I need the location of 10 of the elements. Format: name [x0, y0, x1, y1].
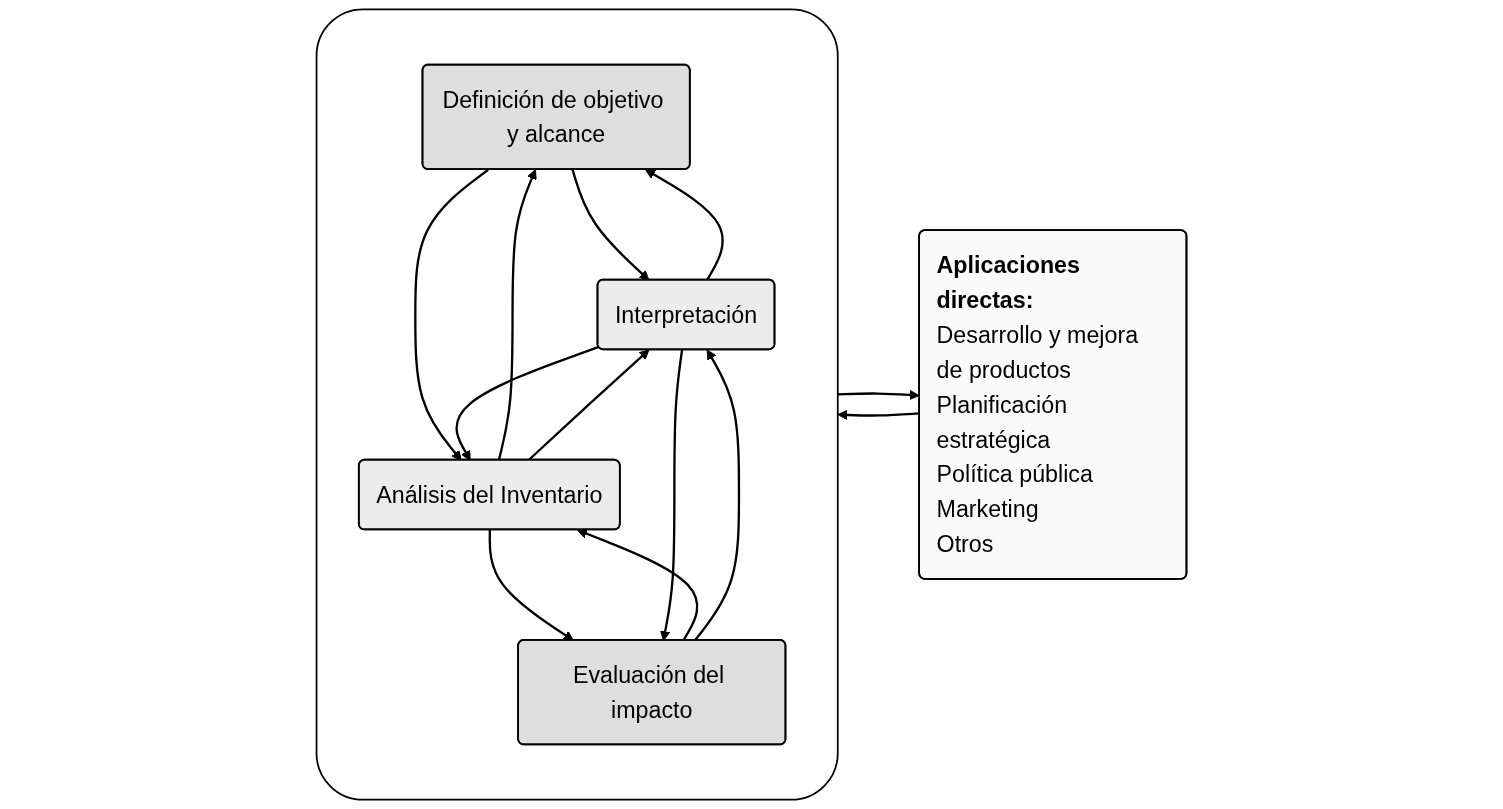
arrow [837, 389, 920, 401]
arrow [660, 349, 684, 641]
arrow [455, 345, 600, 461]
arrow [645, 169, 724, 281]
arrow [488, 530, 574, 641]
arrow [497, 169, 537, 461]
arrow [571, 169, 650, 281]
arrow [837, 409, 920, 420]
cluster [315, 8, 839, 801]
arrow [414, 168, 489, 461]
